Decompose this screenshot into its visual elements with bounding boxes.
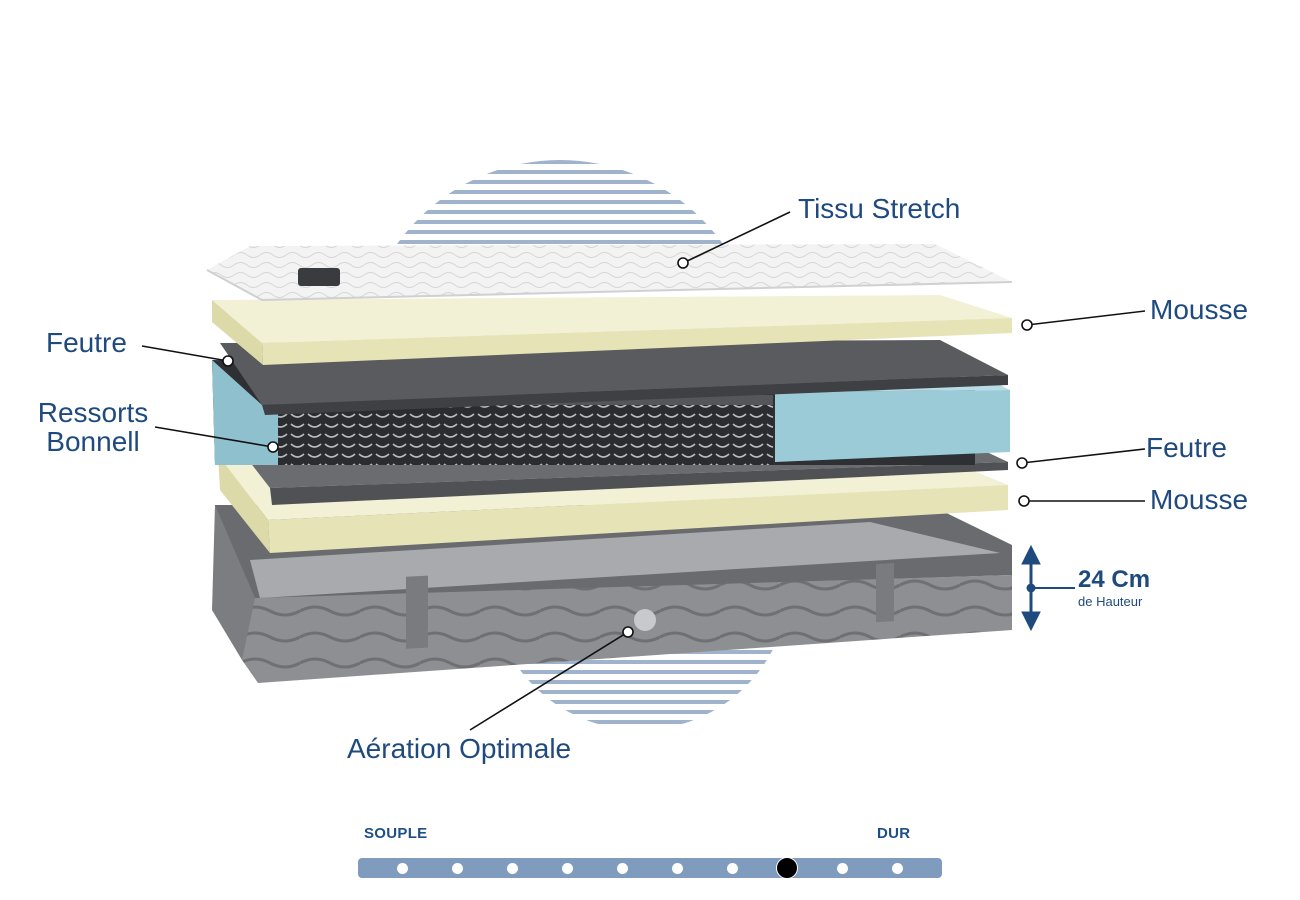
height-caption: de Hauteur	[1078, 594, 1143, 609]
stretch-fabric-layer	[206, 244, 1013, 302]
firmness-marker	[672, 863, 683, 874]
label-mousse-top: Mousse	[1150, 294, 1249, 325]
label-tissu-stretch: Tissu Stretch	[798, 193, 961, 224]
label-aeration-optimale: Aération Optimale	[347, 733, 572, 764]
height-value: 24 Cm	[1078, 566, 1151, 593]
firmness-marker	[727, 863, 738, 874]
label-feutre-right: Feutre	[1146, 432, 1227, 463]
leader-lines	[141, 211, 1146, 731]
label-feutre-left: Feutre	[46, 327, 127, 358]
firmness-marker-selected	[776, 857, 798, 879]
brand-tag-icon	[298, 268, 340, 286]
firmness-marker	[397, 863, 408, 874]
firmness-marker	[507, 863, 518, 874]
firmness-marker	[452, 863, 463, 874]
firmness-hard-label: DUR	[877, 825, 911, 842]
height-arrow-icon	[1021, 544, 1075, 632]
firmness-soft-label: SOUPLE	[364, 825, 428, 842]
firmness-marker	[617, 863, 628, 874]
mattress-base	[212, 505, 1012, 683]
firmness-marker	[892, 863, 903, 874]
label-ressorts-line1: Ressorts	[37, 397, 149, 428]
firmness-marker	[837, 863, 848, 874]
foam-layer-top	[212, 295, 1012, 365]
firmness-scale	[358, 857, 942, 879]
decorative-stripes-top	[360, 160, 760, 250]
leader-endpoints	[222, 257, 1033, 638]
firmness-marker	[562, 863, 573, 874]
label-mousse-bottom: Mousse	[1150, 484, 1249, 515]
label-ressorts-line2: Bonnell	[46, 426, 140, 457]
label-ressorts-bonnell: Ressorts Bonnell	[34, 398, 152, 456]
